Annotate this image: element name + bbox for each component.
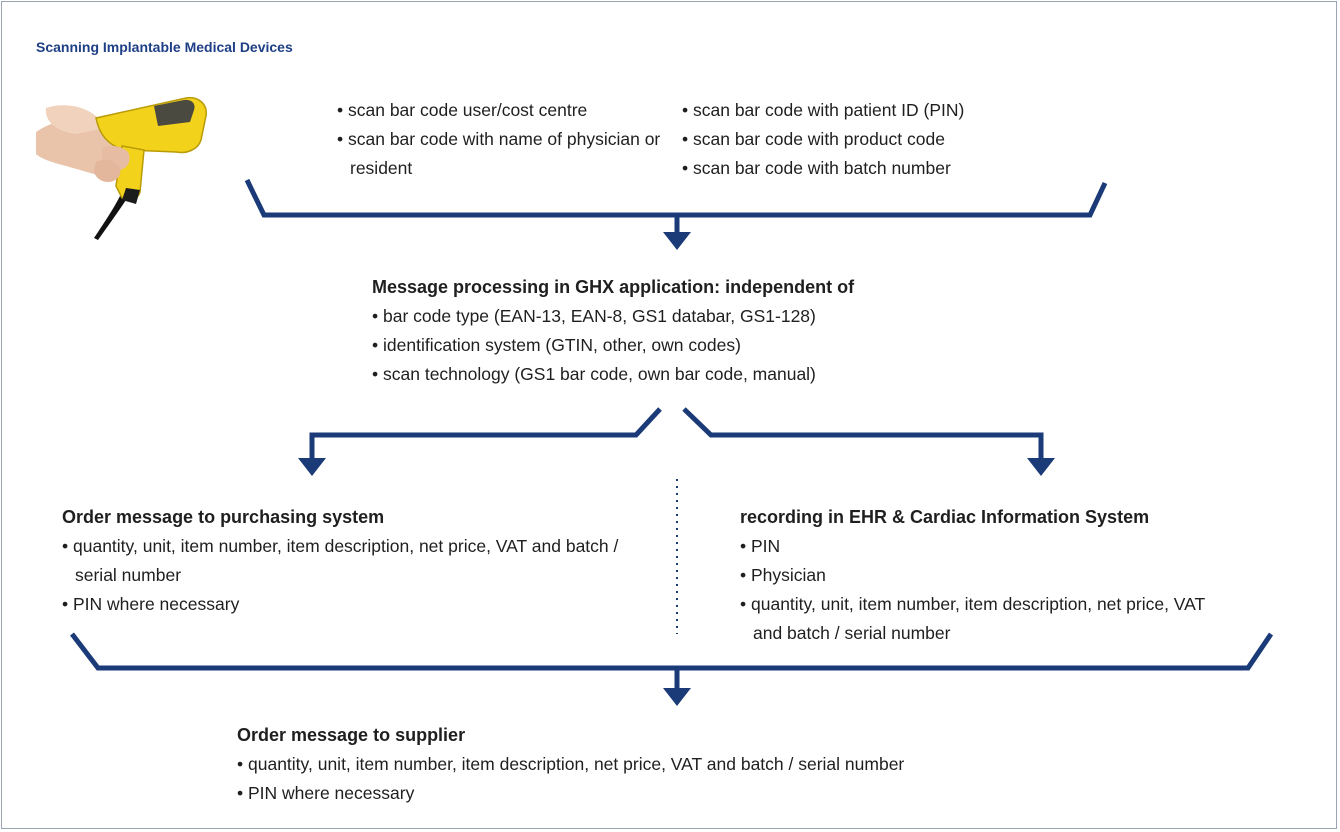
arrow-down-processing	[663, 232, 691, 250]
ehr-heading: recording in EHR & Cardiac Information S…	[740, 507, 1150, 527]
results-bracket	[70, 632, 1274, 671]
supplier-item: quantity, unit, item number, item descri…	[237, 750, 1157, 779]
processing-item: bar code type (EAN-13, EAN-8, GS1 databa…	[372, 302, 1022, 331]
processing-item: scan technology (GS1 bar code, own bar c…	[372, 360, 1022, 389]
branch-right-connector	[682, 407, 1044, 460]
scan-bracket	[244, 178, 1108, 218]
diagram-title: Scanning Implantable Medical Devices	[36, 39, 293, 55]
handheld-barcode-scanner-icon	[36, 96, 207, 240]
processing-block: Message processing in GHX application: i…	[372, 273, 1022, 389]
arrow-down-supplier	[663, 688, 691, 706]
scan-step: scan bar code user/cost centre	[337, 96, 667, 125]
processing-heading: Message processing in GHX application: i…	[372, 277, 855, 297]
scan-step: scan bar code with product code	[682, 125, 1082, 154]
scan-step: scan bar code with batch number	[682, 154, 1082, 183]
scan-steps-right: scan bar code with patient ID (PIN) scan…	[682, 96, 1082, 183]
purchasing-item: PIN where necessary	[62, 590, 647, 619]
supplier-block: Order message to supplier quantity, unit…	[237, 721, 1157, 808]
purchasing-item: quantity, unit, item number, item descri…	[62, 532, 647, 590]
arrow-down-purchasing	[298, 458, 326, 476]
scan-steps-left: scan bar code user/cost centre scan bar …	[337, 96, 667, 183]
branch-left-connector	[309, 407, 662, 460]
ehr-item: PIN	[740, 532, 1210, 561]
arrow-down-ehr	[1027, 458, 1055, 476]
supplier-heading: Order message to supplier	[237, 725, 466, 745]
supplier-item: PIN where necessary	[237, 779, 1157, 808]
ehr-item: Physician	[740, 561, 1210, 590]
purchasing-block: Order message to purchasing system quant…	[62, 503, 647, 619]
ehr-item: quantity, unit, item number, item descri…	[740, 590, 1210, 648]
purchasing-heading: Order message to purchasing system	[62, 507, 385, 527]
scan-step: scan bar code with patient ID (PIN)	[682, 96, 1082, 125]
scan-step: scan bar code with name of physician or …	[337, 125, 667, 183]
processing-item: identification system (GTIN, other, own …	[372, 331, 1022, 360]
ehr-block: recording in EHR & Cardiac Information S…	[740, 503, 1210, 648]
